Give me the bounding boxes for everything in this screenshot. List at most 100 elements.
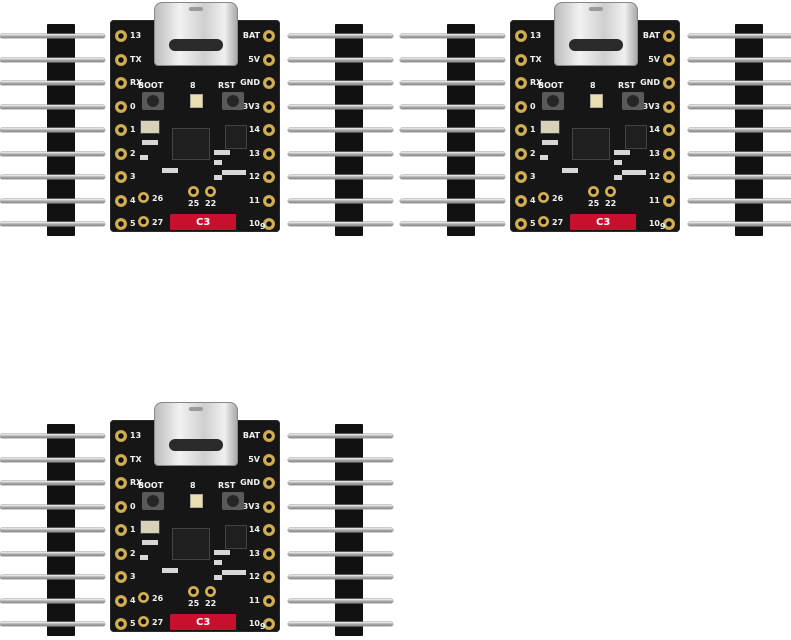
pin-label-right: BAT — [242, 431, 260, 440]
gpio-pad — [115, 571, 127, 583]
gpio-pad — [663, 147, 675, 160]
smd-component — [614, 175, 622, 180]
header-pin — [0, 198, 105, 203]
pin-label-right: 13 — [648, 148, 660, 158]
header-pin — [0, 481, 105, 485]
header-pin — [288, 575, 393, 579]
gpio-pad — [538, 216, 549, 227]
gpio-pad — [263, 571, 275, 583]
pin-label-right: 3V3 — [242, 501, 260, 511]
header-pin — [288, 34, 393, 38]
crystal — [540, 120, 560, 134]
gpio-pad — [205, 186, 216, 197]
usb-c-port — [169, 439, 223, 451]
gpio-pad — [115, 618, 127, 630]
gpio-pad — [205, 586, 216, 597]
pin-label-bottom: 25 — [588, 199, 600, 208]
pin-header-right — [688, 24, 791, 236]
gpio-pad — [263, 500, 275, 513]
pin-label-right: 10 — [248, 619, 260, 628]
gpio-pad — [115, 524, 127, 536]
pin-label-left: 0 — [530, 101, 536, 111]
smd-component — [150, 140, 158, 145]
header-pin — [0, 104, 105, 109]
pin-label-left: 3 — [530, 172, 536, 181]
gpio-pad — [115, 430, 127, 442]
gpio-pad — [115, 500, 127, 513]
esp32-c3-chip — [572, 128, 610, 160]
gpio-pad — [538, 192, 549, 203]
pin-label-right: 10 — [248, 219, 260, 228]
c3-marking: C3 — [570, 214, 636, 230]
gpio-pad — [115, 124, 127, 136]
smd-component — [570, 168, 578, 173]
pin-label-bottom: 27 — [152, 218, 164, 227]
header-pin — [0, 434, 105, 438]
smd-component — [140, 555, 148, 560]
gpio-pad — [138, 192, 149, 203]
boot-button — [142, 92, 164, 110]
gpio-pad — [263, 100, 275, 113]
gpio-pad — [663, 171, 675, 183]
pin-label-left: 13 — [130, 31, 142, 40]
crystal — [140, 520, 160, 534]
smd-component — [214, 160, 222, 165]
pin-label-left: 5 — [130, 619, 136, 628]
edge-label: 9 — [260, 222, 266, 231]
gpio-pad — [263, 77, 275, 89]
header-pin — [0, 551, 105, 556]
gpio-pad — [263, 594, 275, 607]
gpio-pad — [188, 586, 199, 597]
pin-label-left: 1 — [530, 125, 536, 134]
header-pin — [0, 175, 105, 179]
gpio-pad — [115, 547, 127, 560]
pin-label-bottom: 27 — [552, 218, 564, 227]
header-pin — [288, 481, 393, 485]
gpio-pad — [188, 186, 199, 197]
pin-header-left — [400, 24, 505, 236]
gpio-pad — [263, 30, 275, 42]
pin-label-bottom: 22 — [605, 199, 617, 208]
gpio-pad — [115, 53, 127, 66]
smd-component — [170, 568, 178, 573]
gpio-pad — [115, 477, 127, 489]
usb-c-connector — [554, 2, 638, 66]
gpio-pad — [663, 218, 675, 230]
usb-c-connector — [154, 2, 238, 66]
header-pin — [0, 222, 105, 226]
boot-label: BOOT — [538, 81, 564, 90]
pin-label-right: 3V3 — [642, 101, 660, 111]
gpio-pad — [115, 171, 127, 183]
smd-component — [638, 170, 646, 175]
led_num-label: 8 — [590, 81, 596, 90]
header-pin — [400, 151, 505, 156]
smd-component — [622, 150, 630, 155]
header-pin — [288, 457, 393, 462]
pin-label-right: 14 — [648, 125, 660, 134]
gpio-pad — [515, 100, 527, 113]
gpio-pad — [515, 124, 527, 136]
pin-label-right: GND — [240, 78, 260, 87]
smd-component — [238, 170, 246, 175]
boot-button — [542, 92, 564, 110]
usb-shield-tab — [589, 7, 603, 11]
header-pin — [688, 57, 791, 62]
pin-label-left: 2 — [130, 148, 136, 158]
gpio-pad — [263, 430, 275, 442]
header-pin — [688, 222, 791, 226]
pin-label-right: 12 — [248, 172, 260, 181]
edge-label: 9 — [260, 622, 266, 631]
pin-label-left: 3 — [130, 572, 136, 581]
gpio-pad — [263, 124, 275, 136]
gpio-pad — [515, 147, 527, 160]
status-led — [190, 94, 203, 108]
header-pin — [288, 175, 393, 179]
pin-label-right: BAT — [242, 31, 260, 40]
gpio-pad — [515, 194, 527, 207]
header-pin — [688, 128, 791, 132]
smd-component — [622, 170, 630, 175]
